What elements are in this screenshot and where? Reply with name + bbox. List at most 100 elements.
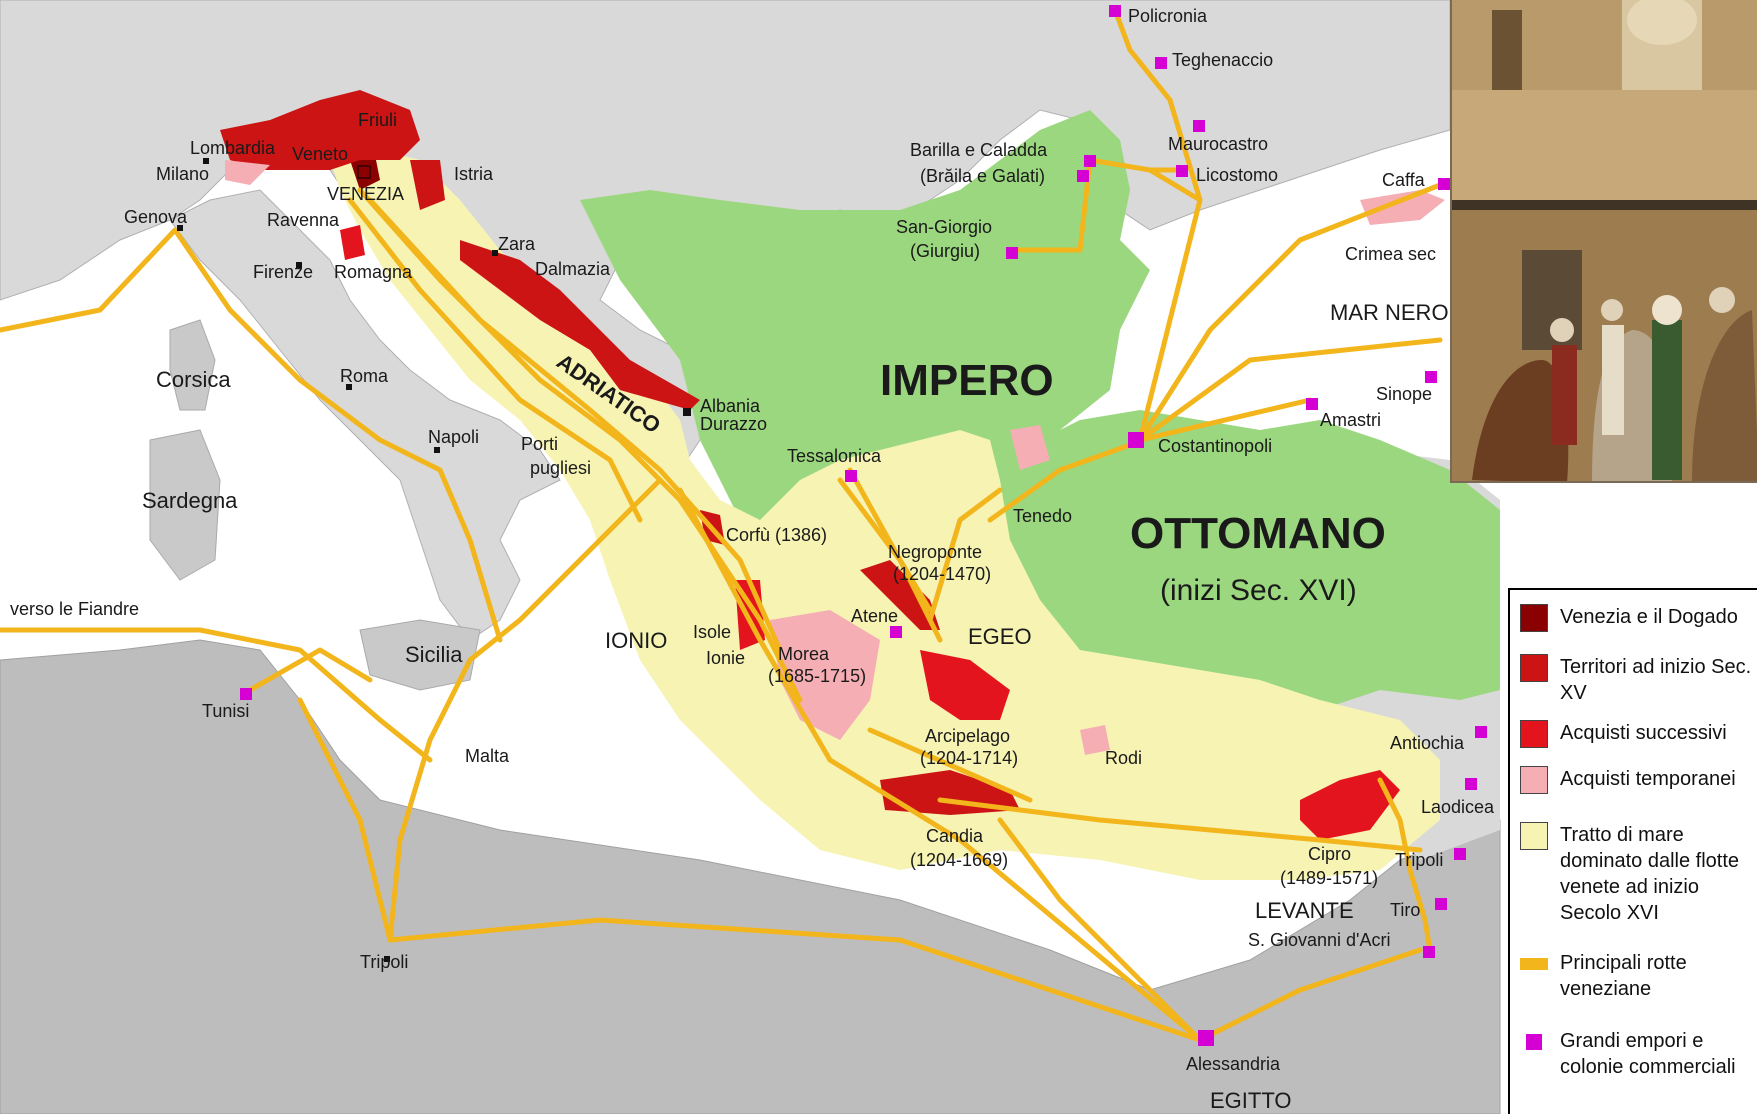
route-costantinopoli-danube <box>1112 7 1203 443</box>
label-mar-nero: MAR NERO <box>1330 300 1449 325</box>
inset-painting <box>1450 0 1757 483</box>
label-inizi: (inizi Sec. XVI) <box>1160 574 1357 607</box>
label-firenze: Firenze <box>253 262 313 282</box>
label-rodi: Rodi <box>1105 748 1142 768</box>
label-sicilia: Sicilia <box>405 642 463 667</box>
route-alessandria-levant <box>1197 947 1423 1043</box>
legend-swatch-acquisti <box>1520 720 1548 748</box>
territory-arcipelago <box>920 650 1010 720</box>
label-venezia: VENEZIA <box>327 184 404 204</box>
route-sicily-tunisi <box>247 647 373 693</box>
legend-swatch-rotte <box>1520 958 1548 970</box>
label-levante: LEVANTE <box>1255 898 1354 923</box>
label-egitto: EGITTO <box>1210 1088 1292 1113</box>
label-istria: Istria <box>454 164 494 184</box>
label-tunisi: Tunisi <box>202 701 249 721</box>
venetian-sea <box>330 150 1440 880</box>
label-veneto: Veneto <box>292 144 348 164</box>
place-labels: Policronia Teghenaccio Maurocastro Licos… <box>10 6 1495 1074</box>
route-fiandre <box>0 627 433 763</box>
route-aegean-levant <box>867 727 1033 803</box>
label-corfu: Corfù (1386) <box>726 525 827 545</box>
label-ravenna: Ravenna <box>267 210 340 230</box>
label-cipro: Cipro <box>1308 844 1351 864</box>
label-crimea: Crimea sec <box>1345 244 1436 264</box>
legend-label: Venezia e il Dogado <box>1560 606 1738 628</box>
legend-swatch-empori <box>1526 1034 1542 1050</box>
label-sinope: Sinope <box>1376 384 1432 404</box>
route-tripoli <box>297 697 393 943</box>
label-candia-dates: (1204-1669) <box>910 850 1008 870</box>
legend-label: Acquisti successivi <box>1560 722 1727 744</box>
route-adriatico-west <box>347 197 643 523</box>
label-laodicea: Laodicea <box>1421 797 1495 817</box>
label-giurgiu: (Giurgiu) <box>910 241 980 261</box>
route-costantinopoli-egeo <box>987 442 1133 523</box>
label-barilla: Barilla e Caladda <box>910 140 1048 160</box>
ottoman-empire <box>580 110 1500 720</box>
label-malta: Malta <box>465 746 510 766</box>
label-dalmazia: Dalmazia <box>535 259 611 279</box>
emporia <box>240 5 1487 1046</box>
route-aegean-3 <box>837 477 943 643</box>
label-negroponte-dates: (1204-1470) <box>893 564 991 584</box>
landmass-sardinia <box>149 429 221 581</box>
label-tessalonica: Tessalonica <box>787 446 882 466</box>
legend-label: Tratto di mare dominato dalle flotte ven… <box>1560 824 1740 924</box>
routes <box>0 7 1443 1043</box>
territory-lombardia-temp <box>225 160 270 185</box>
label-sardegna: Sardegna <box>142 488 238 513</box>
label-caffa: Caffa <box>1382 170 1426 190</box>
legend-swatch-territori <box>1520 654 1548 682</box>
label-corsica: Corsica <box>156 367 231 392</box>
label-san-giorgio: San-Giorgio <box>896 217 992 237</box>
label-albania: Albania <box>700 396 761 416</box>
label-impero: IMPERO <box>880 356 1054 405</box>
label-friuli: Friuli <box>358 110 397 130</box>
territory-cipro <box>1300 770 1400 840</box>
painting-svg <box>1452 0 1757 481</box>
route-costantinopoli-black-3 <box>1137 397 1313 443</box>
label-tripoli-levant: Tripoli <box>1395 850 1443 870</box>
legend-swatch-tratto <box>1520 822 1548 850</box>
label-atene: Atene <box>851 606 898 626</box>
label-tripoli-africa: Tripoli <box>360 952 408 972</box>
label-negroponte: Negroponte <box>888 542 982 562</box>
territory-crimea <box>1360 190 1445 225</box>
label-policronia: Policronia <box>1128 6 1208 26</box>
territory-rodi <box>1080 725 1110 755</box>
route-candia-levant <box>937 797 1423 853</box>
territory-aegean-temp <box>1010 425 1050 470</box>
label-arcipelago-dates: (1204-1714) <box>920 748 1018 768</box>
label-licostomo: Licostomo <box>1196 165 1278 185</box>
label-roma: Roma <box>340 366 389 386</box>
route-ionio <box>677 487 1203 1043</box>
territory-romagna <box>340 225 365 260</box>
label-morea: Morea <box>778 644 830 664</box>
route-alessandria-candia <box>997 817 1203 1043</box>
route-costantinopoli-black-2 <box>1137 337 1443 443</box>
label-tiro: Tiro <box>1390 900 1420 920</box>
label-tenedo: Tenedo <box>1013 506 1072 526</box>
legend-swatch-dogado <box>1520 604 1548 632</box>
label-fiandre: verso le Fiandre <box>10 599 139 619</box>
label-arcipelago: Arcipelago <box>925 726 1010 746</box>
label-cipro-dates: (1489-1571) <box>1280 868 1378 888</box>
territory-veneto <box>220 90 420 170</box>
label-genova: Genova <box>124 207 188 227</box>
label-porti: Porti <box>521 434 558 454</box>
city-dots <box>177 158 691 962</box>
landmass-sicily <box>359 619 481 691</box>
label-maurocastro: Maurocastro <box>1168 134 1268 154</box>
label-egeo: EGEO <box>968 624 1032 649</box>
landmass-corsica <box>169 319 216 411</box>
label-ottomano: OTTOMANO <box>1130 509 1386 558</box>
route-costantinopoli-black-1 <box>1137 182 1443 443</box>
route-levant-coast <box>1377 777 1433 953</box>
legend-label: Grandi empori e colonie commerciali <box>1560 1030 1736 1078</box>
territory-dalmazia <box>460 240 700 410</box>
label-acri: S. Giovanni d'Acri <box>1248 930 1391 950</box>
label-antiochia: Antiochia <box>1390 733 1465 753</box>
label-ionio: IONIO <box>605 628 667 653</box>
